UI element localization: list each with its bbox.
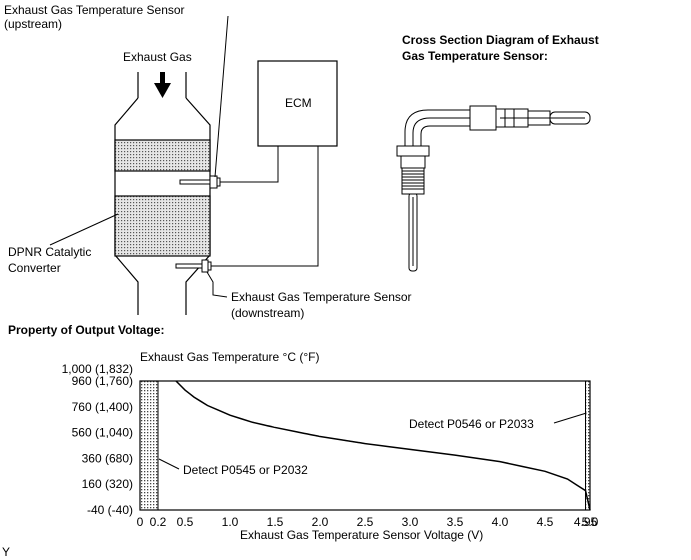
downstream-sensor: [175, 259, 228, 298]
converter-leader-line: [49, 213, 119, 246]
catalyst-element-upper: [114, 139, 211, 172]
x-tick-label: 4.5: [537, 515, 554, 529]
annotation-high-voltage: Detect P0546 or P2033: [409, 417, 534, 431]
upstream-sensor-label: Exhaust Gas Temperature Sensor (upstream…: [4, 3, 188, 31]
exhaust-flow-arrow-icon: [154, 72, 171, 98]
y-tick-label: 1,000 (1,832): [62, 362, 133, 376]
x-tick-label: 3.5: [447, 515, 464, 529]
shaded-region-low: [139, 380, 159, 511]
upstream-sensor-wire: [220, 146, 279, 183]
downstream-sensor-wire: [211, 146, 319, 267]
x-tick-label: 2.0: [312, 515, 329, 529]
annotation-low-voltage: Detect P0545 or P2032: [183, 463, 308, 477]
x-tick-label: 0: [137, 515, 144, 529]
plot-frame: [139, 380, 591, 511]
exhaust-gas-label: Exhaust Gas: [123, 50, 192, 64]
downstream-sensor-label: Exhaust Gas Temperature Sensor (downstre…: [231, 290, 415, 320]
x-tick-label: 3.0: [402, 515, 419, 529]
y-tick-label: 560 (1,040): [72, 426, 133, 440]
output-voltage-chart: 0 0.2 0.5 1.0 1.5 2.0 2.5 3.0 3.5 4.0 4.5 4.955.0 1,…: [62, 362, 599, 529]
x-tick-label: 2.5: [357, 515, 374, 529]
x-axis-label: Exhaust Gas Temperature Sensor Voltage (…: [240, 528, 483, 542]
x-tick-label: 4.95: [574, 515, 598, 529]
y-tick-label: 160 (320): [82, 477, 133, 491]
y-tick-label: 760 (1,400): [72, 400, 133, 414]
x-tick-label: 1.0: [222, 515, 239, 529]
x-tick-label: 1.5: [267, 515, 284, 529]
sensor-cross-section-drawing: [396, 105, 591, 272]
x-tick-label: 5.0: [582, 515, 599, 529]
dpnr-catalytic-converter: [114, 72, 211, 315]
annotation-low-leader: [158, 458, 180, 470]
ecm-label: ECM: [285, 96, 312, 110]
ecm-box: [257, 60, 338, 147]
output-voltage-curve: [175, 380, 591, 511]
footer-mark: Y: [2, 545, 10, 559]
chart-section-title: Property of Output Voltage:: [8, 323, 164, 337]
annotation-high-leader: [553, 412, 587, 424]
x-tick-label: 0.2: [150, 515, 167, 529]
x-tick-label: 0.5: [177, 515, 194, 529]
cross-section-title: Cross Section Diagram of Exhaust Gas Tem…: [402, 33, 602, 63]
y-tick-label: 360 (680): [82, 451, 133, 465]
upstream-sensor: [179, 15, 229, 189]
converter-label: DPNR Catalytic Converter: [8, 245, 95, 275]
catalyst-element-lower: [114, 195, 211, 257]
y-axis-label: Exhaust Gas Temperature °C (°F): [140, 350, 319, 364]
y-tick-label: -40 (-40): [87, 503, 133, 517]
x-tick-label: 4.0: [492, 515, 509, 529]
y-tick-label: 960 (1,760): [72, 374, 133, 388]
